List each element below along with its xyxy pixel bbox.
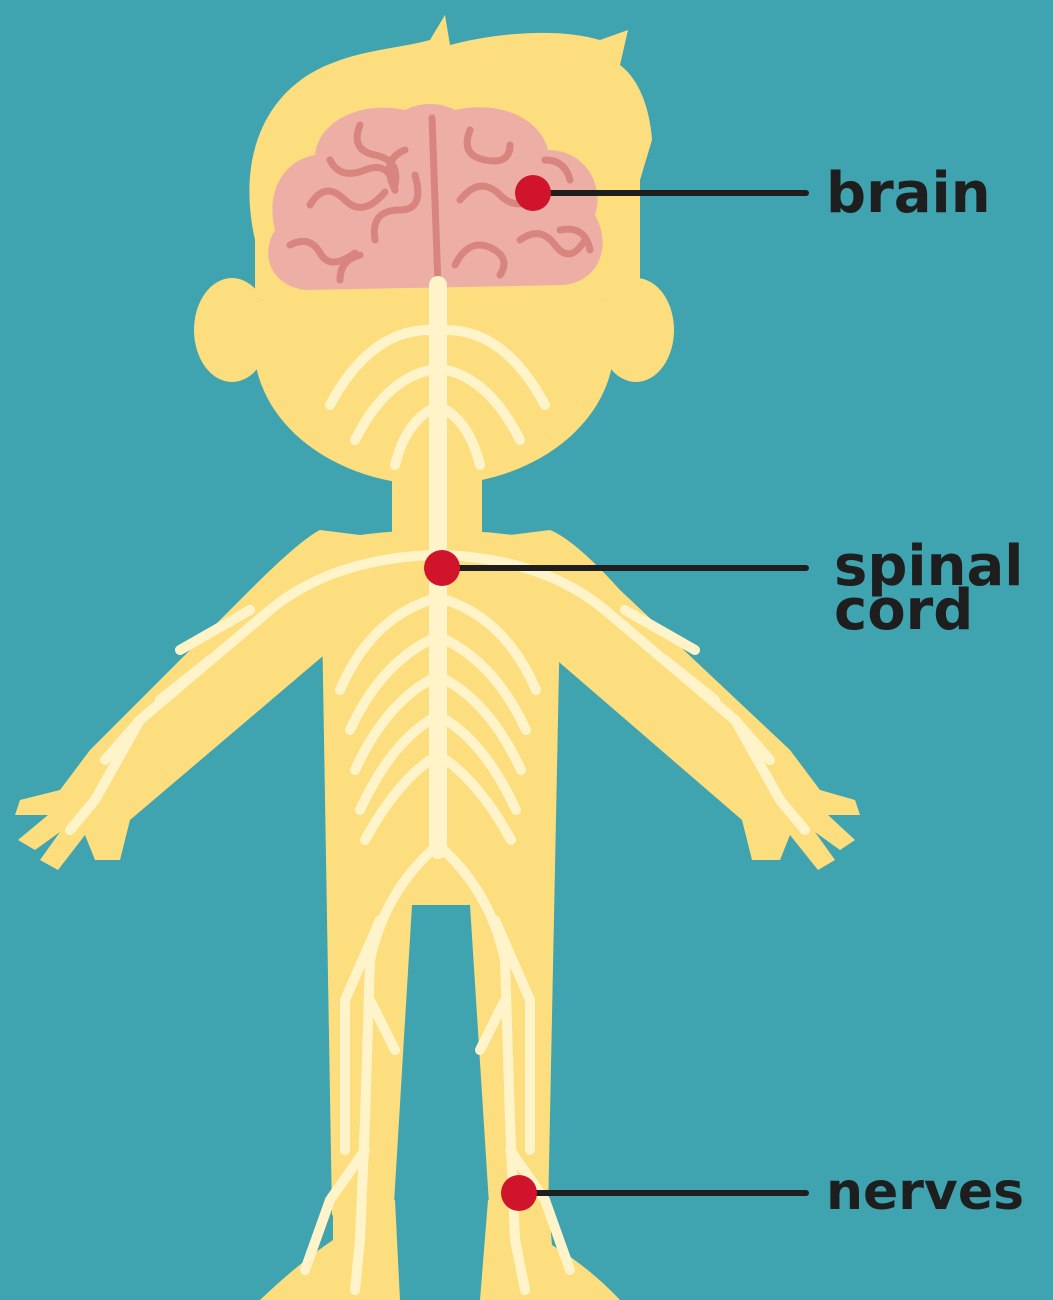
brain-marker	[515, 175, 551, 211]
nerves-label: nerves	[826, 1170, 1024, 1214]
nerves-marker	[501, 1175, 537, 1211]
brain-label: brain	[826, 172, 991, 216]
spinal-cord-marker	[424, 550, 460, 586]
spinal-cord-label: spinal cord	[834, 545, 1023, 633]
nerves-network	[70, 285, 805, 1290]
